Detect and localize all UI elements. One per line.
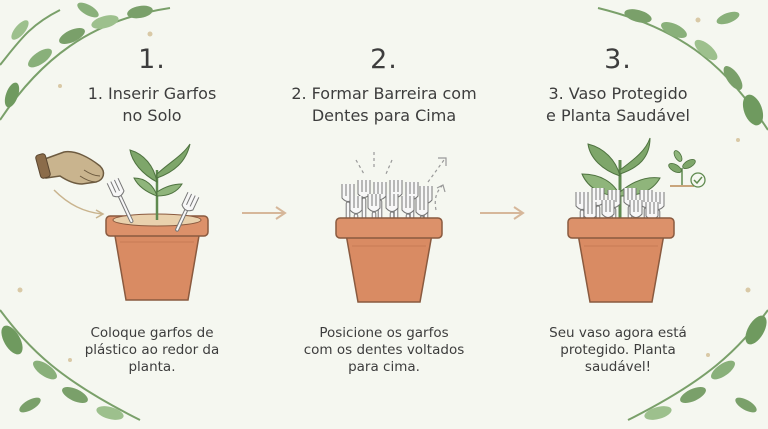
step-2-title-line2: Dentes para Cima <box>311 106 457 125</box>
pot-icon <box>567 217 675 303</box>
step-2-number: 2. <box>370 44 398 75</box>
fork-icon <box>106 178 134 224</box>
step-3-desc-line3: saudável! <box>584 359 652 375</box>
motion-arrow-icon <box>53 189 103 215</box>
step-2-desc-line3: para cima. <box>348 359 420 375</box>
step-3: 3. 3. Vaso Protegido e Planta Saudável <box>490 0 746 429</box>
leaf-decoration-top-right-icon <box>597 7 768 142</box>
arrow-right-icon <box>242 206 287 220</box>
leaf-decoration-bottom-left-icon <box>0 287 141 421</box>
step-3-title: 3. Vaso Protegido e Planta Saudável <box>490 83 746 127</box>
pot-icon <box>335 217 443 303</box>
step-3-desc-line1: Seu vaso agora está <box>549 325 687 341</box>
step-3-title-line1: 3. Vaso Protegido <box>548 84 688 103</box>
step-3-description: Seu vaso agora está protegido. Planta sa… <box>514 325 722 376</box>
plant-icon <box>129 143 191 220</box>
step-1-desc-line3: planta. <box>128 359 176 375</box>
sprout-check-icon <box>668 150 706 188</box>
step-3-title-line2: e Planta Saudável <box>546 106 690 125</box>
step-2: 2. 2. Formar Barreira com Dentes para Ci… <box>256 0 512 429</box>
step-3-number: 3. <box>604 44 632 75</box>
step-2-desc-line2: com os dentes voltados <box>303 342 465 358</box>
step-2-illustration <box>335 152 447 303</box>
step-1-title-line1: 1. Inserir Garfos <box>87 84 217 103</box>
step-3-illustration <box>567 137 706 303</box>
step-1-desc-line2: plástico ao redor da <box>84 342 220 358</box>
step-1-number: 1. <box>138 44 166 75</box>
arrow-right-icon <box>480 206 525 220</box>
step-2-desc-line1: Posicione os garfos <box>319 325 449 341</box>
step-2-title: 2. Formar Barreira com Dentes para Cima <box>256 83 512 127</box>
step-3-desc-line2: protegido. Planta <box>560 342 676 358</box>
step-1-description: Coloque garfos de plástico ao redor da p… <box>48 325 256 376</box>
leaf-decoration-top-left-icon <box>0 2 171 121</box>
fork-icon <box>175 192 200 232</box>
pot-icon <box>105 213 209 301</box>
leaf-decoration-bottom-right-icon <box>627 287 768 421</box>
step-2-title-line1: 2. Formar Barreira com <box>291 84 477 103</box>
glove-hand-icon <box>35 150 105 185</box>
step-1: 1. 1. Inserir Garfos no Solo <box>24 0 280 429</box>
up-arrow-icon <box>427 159 445 183</box>
step-1-title: 1. Inserir Garfos no Solo <box>24 83 280 127</box>
step-2-description: Posicione os garfos com os dentes voltad… <box>280 325 488 376</box>
step-1-title-line2: no Solo <box>122 106 182 125</box>
step-1-illustration <box>35 143 209 301</box>
step-1-desc-line1: Coloque garfos de <box>90 325 214 341</box>
